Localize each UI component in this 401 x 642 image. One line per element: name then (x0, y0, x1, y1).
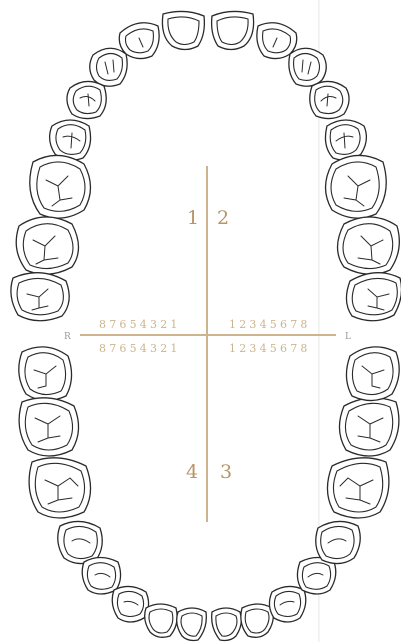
quadrant-4-label: 4 (186, 461, 198, 483)
tooth-upper-left-second-premolar (325, 120, 366, 160)
tooth-lower-left-lateral-incisor (241, 604, 273, 637)
upper-left-teeth (212, 11, 401, 320)
upper-left-tooth-numbers: 12345678 (229, 318, 311, 331)
tooth-lower-left-third-molar (346, 347, 399, 401)
tooth-upper-left-canine (289, 48, 326, 86)
lower-right-tooth-numbers: 87654321 (99, 342, 181, 355)
tooth-upper-left-third-molar (346, 273, 401, 321)
tooth-upper-right-third-molar (11, 273, 69, 321)
tooth-lower-left-canine (269, 586, 305, 622)
tooth-upper-left-first-premolar (310, 81, 349, 118)
quadrant-2-label: 2 (217, 207, 229, 229)
tooth-lower-left-second-premolar (316, 521, 361, 563)
upper-right-tooth-numbers: 87654321 (99, 318, 181, 331)
lower-right-teeth (19, 347, 207, 641)
tooth-lower-right-second-molar (19, 398, 78, 456)
quadrant-3-label: 3 (220, 461, 232, 483)
tooth-lower-right-third-molar (19, 347, 72, 401)
right-side-label: R (64, 332, 71, 342)
tooth-upper-right-central-incisor (162, 11, 204, 49)
lower-left-teeth (212, 347, 400, 641)
tooth-upper-right-first-molar (30, 155, 91, 218)
tooth-upper-right-second-premolar (50, 120, 91, 160)
tooth-lower-left-second-molar (339, 398, 398, 456)
upper-right-teeth (11, 11, 205, 320)
tooth-upper-right-second-molar (16, 217, 78, 274)
tooth-upper-right-canine (90, 48, 127, 86)
tooth-lower-right-central-incisor (177, 608, 207, 641)
tooth-upper-left-central-incisor (212, 11, 254, 49)
tooth-lower-right-canine (112, 586, 148, 622)
lower-left-tooth-numbers: 12345678 (229, 342, 311, 355)
tooth-lower-left-central-incisor (212, 608, 242, 641)
tooth-lower-right-first-premolar (82, 558, 120, 595)
tooth-lower-left-first-molar (327, 458, 388, 518)
tooth-lower-right-lateral-incisor (145, 604, 177, 637)
left-side-label: L (345, 332, 351, 342)
tooth-upper-left-first-molar (326, 155, 387, 218)
tooth-upper-right-first-premolar (67, 81, 106, 118)
tooth-lower-right-first-molar (29, 458, 90, 518)
tooth-upper-left-second-molar (338, 217, 400, 274)
quadrant-1-label: 1 (187, 207, 199, 229)
